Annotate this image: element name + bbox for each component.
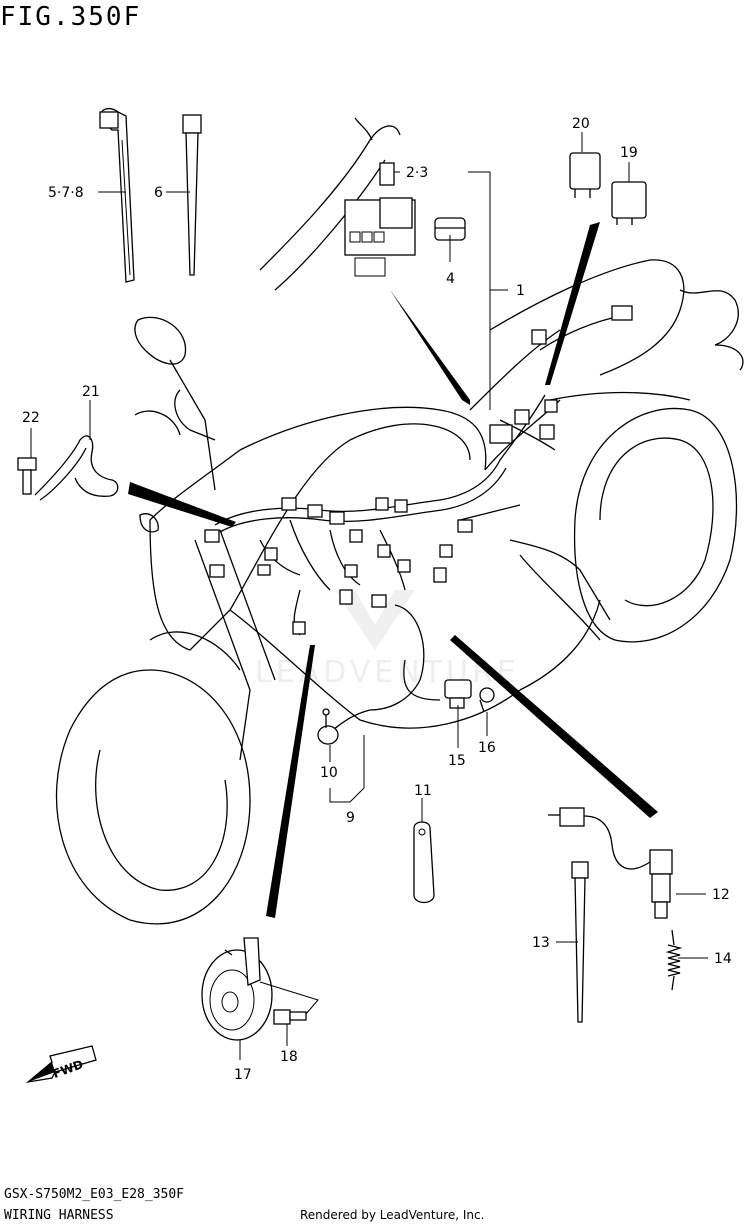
callout-1: 1 xyxy=(516,283,525,299)
callout-18: 18 xyxy=(280,1049,298,1065)
horn-17 xyxy=(201,937,273,1041)
callout-9: 9 xyxy=(346,810,355,826)
callout-2-3: 2·3 xyxy=(406,165,428,181)
callout-16: 16 xyxy=(478,740,496,756)
watermark-logo: LEADVENTURE xyxy=(255,590,520,690)
callout-labels: 1 2·3 4 5·7·8 6 9 10 11 12 13 14 15 16 1… xyxy=(22,116,732,1083)
cable-tie-6 xyxy=(182,114,202,276)
relay-20 xyxy=(569,152,601,198)
leader-lines xyxy=(30,132,708,1060)
callout-21: 21 xyxy=(82,384,100,400)
callout-14: 14 xyxy=(714,951,732,967)
callout-13: 13 xyxy=(532,935,550,951)
motorcycle-outline xyxy=(55,259,744,925)
callout-5-7-8: 5·7·8 xyxy=(48,185,84,201)
part-10-grommet xyxy=(317,708,339,745)
callout-22: 22 xyxy=(22,410,40,426)
spring-14 xyxy=(665,929,683,991)
callout-11: 11 xyxy=(414,783,432,799)
callout-19: 19 xyxy=(620,145,638,161)
forward-arrow-icon: FWD xyxy=(25,1045,97,1084)
callout-12: 12 xyxy=(712,887,730,903)
cable-tie-5-7-8 xyxy=(99,107,135,283)
figure-title: FIG.350F xyxy=(0,2,142,32)
callout-6: 6 xyxy=(154,185,163,201)
pointer-arrows xyxy=(128,222,658,918)
wiring-harness-main xyxy=(204,305,633,733)
callout-10: 10 xyxy=(320,765,338,781)
part-11-protector xyxy=(413,821,435,904)
callout-15: 15 xyxy=(448,753,466,769)
part-15-connector xyxy=(444,679,472,709)
callout-20: 20 xyxy=(572,116,590,132)
fuse-box xyxy=(259,117,416,291)
relay-19 xyxy=(611,181,647,225)
model-code: GSX-S750M2_E03_E28_350F xyxy=(4,1187,185,1202)
bolt-22 xyxy=(17,457,37,495)
cable-tie-13 xyxy=(571,861,589,1023)
sensor-12 xyxy=(548,807,673,919)
callout-17: 17 xyxy=(234,1067,252,1083)
part-16-bolt xyxy=(479,687,495,713)
bolt-18 xyxy=(273,1009,307,1025)
section-title: WIRING HARNESS xyxy=(4,1208,114,1223)
bracket-21 xyxy=(34,435,119,501)
svg-text:LEADVENTURE: LEADVENTURE xyxy=(255,655,520,690)
callout-4: 4 xyxy=(446,271,455,287)
rendered-by-credit: Rendered by LeadVenture, Inc. xyxy=(300,1208,485,1222)
